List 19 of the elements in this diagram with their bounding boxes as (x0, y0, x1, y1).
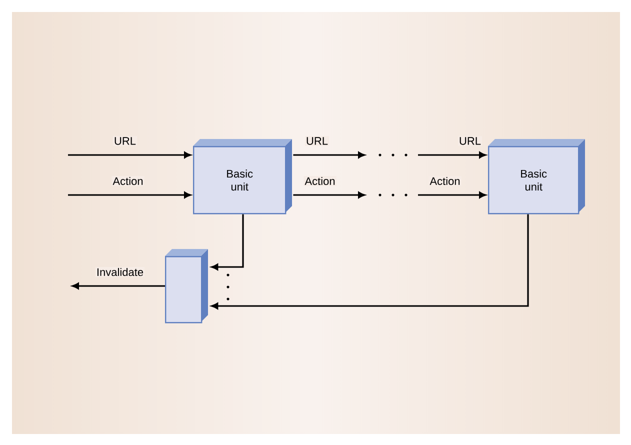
edge-label: Action (112, 176, 143, 186)
arrow (418, 152, 486, 158)
edge-label: URL (114, 137, 136, 145)
edge-label: URL (306, 137, 328, 145)
arrow (211, 214, 244, 270)
arrow (72, 282, 165, 290)
unit-box: Basic unit (193, 139, 292, 214)
arrow (418, 192, 486, 198)
edge-label: Action (304, 176, 335, 186)
arrow (68, 192, 191, 198)
edge-label: Action (430, 176, 460, 186)
arrow (68, 152, 191, 158)
edge-label: URL (460, 137, 481, 145)
arrow (293, 192, 365, 198)
unit-box: Basic unit (488, 139, 585, 214)
edge-label: Invalidate (97, 268, 144, 276)
arrow (293, 152, 365, 158)
arrow (211, 214, 529, 310)
unit-box (165, 249, 208, 324)
